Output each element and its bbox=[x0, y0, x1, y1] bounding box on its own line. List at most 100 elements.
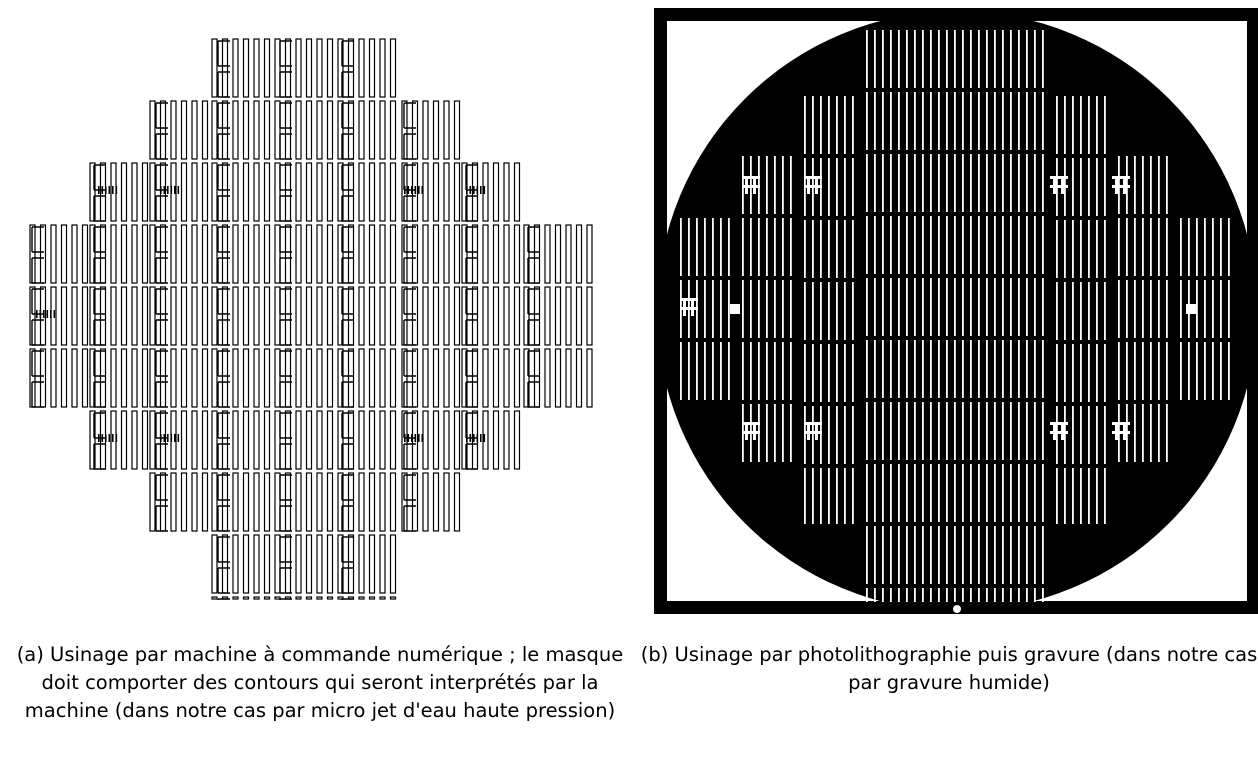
mask-b-slot bbox=[938, 92, 940, 150]
mask-a-frame bbox=[155, 443, 168, 470]
mask-b-slot bbox=[790, 156, 792, 214]
mask-b-slot bbox=[946, 216, 948, 274]
mask-a-slot bbox=[347, 534, 355, 594]
mask-b-slot bbox=[1064, 344, 1066, 402]
mask-b-slot bbox=[1228, 342, 1230, 400]
mask-b-slot bbox=[1010, 588, 1012, 602]
mask-a-mark bbox=[411, 186, 413, 194]
mask-a-slot bbox=[295, 100, 302, 160]
mask-a-slot bbox=[39, 348, 47, 408]
mask-b-slot bbox=[790, 280, 792, 338]
mask-a-slot bbox=[50, 348, 57, 408]
mask-b-slot bbox=[898, 340, 900, 398]
mask-b-slot bbox=[1134, 280, 1136, 338]
mask-a-slot bbox=[575, 286, 583, 346]
mask-a-slot bbox=[110, 286, 117, 346]
mask-a-slot bbox=[422, 286, 429, 346]
mask-b-slot bbox=[1002, 92, 1004, 150]
mask-b-mark bbox=[742, 422, 760, 425]
mask-a-slot bbox=[443, 224, 450, 284]
mask-b-slot bbox=[1158, 404, 1160, 462]
mask-a-frame bbox=[155, 505, 168, 532]
mask-b-mark bbox=[1112, 431, 1130, 434]
mask-b-mark bbox=[742, 176, 760, 179]
mask-b-slot bbox=[828, 96, 830, 154]
mask-b-slot bbox=[696, 218, 698, 276]
mask-b-mark bbox=[742, 431, 760, 434]
mask-b-slot bbox=[1026, 588, 1028, 602]
mask-a-frame bbox=[341, 40, 354, 67]
mask-b-slot bbox=[914, 154, 916, 212]
mask-a-frame bbox=[155, 133, 168, 160]
mask-b-slot bbox=[1018, 92, 1020, 150]
mask-b-slot bbox=[1010, 154, 1012, 212]
mask-b-slot bbox=[1088, 96, 1090, 154]
mask-a-slot bbox=[368, 100, 376, 160]
mask-a-slot bbox=[422, 472, 429, 532]
mask-b-slot bbox=[804, 282, 806, 340]
mask-a-frame bbox=[155, 412, 168, 439]
mask-b-slot bbox=[890, 278, 892, 336]
mask-b-slot bbox=[774, 404, 776, 462]
mask-a-slot bbox=[191, 100, 198, 160]
mask-b-slot bbox=[720, 342, 722, 400]
mask-a-mark bbox=[167, 186, 169, 194]
mask-a-frame bbox=[341, 350, 354, 377]
mask-b-slot bbox=[1096, 282, 1098, 340]
mask-a-slot bbox=[368, 224, 376, 284]
mask-b-slot bbox=[1196, 218, 1198, 276]
mask-b-slot bbox=[866, 30, 868, 88]
mask-b-slot bbox=[970, 526, 972, 584]
mask-b-slot bbox=[1072, 468, 1074, 524]
mask-b-slot bbox=[890, 526, 892, 584]
mask-a-slot bbox=[379, 596, 386, 600]
mask-a-frame bbox=[403, 505, 416, 532]
mask-b-slot bbox=[898, 278, 900, 336]
mask-a-slot bbox=[284, 348, 292, 408]
mask-a-slot bbox=[337, 162, 344, 222]
mask-b-slot bbox=[978, 278, 980, 336]
mask-a-slot bbox=[305, 596, 313, 600]
mask-b-slot bbox=[1150, 280, 1152, 338]
mask-a-frame bbox=[279, 226, 292, 253]
mask-a-slot bbox=[295, 348, 302, 408]
mask-a-mark bbox=[36, 310, 38, 318]
mask-b-slot bbox=[1002, 464, 1004, 522]
mask-b-slot bbox=[1118, 342, 1120, 400]
mask-a-frame bbox=[93, 319, 106, 346]
mask-a-slot bbox=[221, 100, 229, 160]
mask-a-mark bbox=[480, 434, 482, 442]
mask-b-slot bbox=[852, 406, 854, 464]
mask-b-slot bbox=[914, 402, 916, 460]
mask-a-frame bbox=[527, 257, 540, 284]
mask-a-slot bbox=[368, 38, 376, 98]
mask-a-frame bbox=[465, 288, 478, 315]
mask-a-frame bbox=[279, 257, 292, 284]
mask-b-slot bbox=[1034, 216, 1036, 274]
mask-a-slot bbox=[326, 100, 334, 160]
mask-a-mark bbox=[163, 434, 166, 442]
mask-a-mark bbox=[414, 186, 417, 194]
mask-b-slot bbox=[978, 216, 980, 274]
mask-b-slot bbox=[970, 340, 972, 398]
mask-b-slot bbox=[874, 30, 876, 88]
mask-b-slot bbox=[1018, 154, 1020, 212]
mask-a-slot bbox=[422, 410, 429, 470]
mask-a-frame bbox=[31, 381, 44, 408]
mask-b-slot bbox=[986, 154, 988, 212]
mask-b-slot bbox=[882, 216, 884, 274]
mask-a-mark bbox=[112, 434, 114, 442]
mask-b-slot bbox=[946, 340, 948, 398]
mask-a-mark bbox=[466, 186, 468, 194]
mask-b-slot bbox=[828, 158, 830, 216]
mask-a-frame bbox=[341, 102, 354, 129]
mask-a-slot bbox=[284, 472, 292, 532]
mask-b-slot bbox=[1010, 30, 1012, 88]
mask-a-slot bbox=[110, 224, 117, 284]
mask-a-frame bbox=[31, 226, 44, 253]
mask-a-slot bbox=[326, 534, 334, 594]
mask-b-slot bbox=[720, 218, 722, 276]
mask-a-frames bbox=[31, 40, 540, 600]
mask-a-slot bbox=[347, 100, 355, 160]
mask-a-slot bbox=[180, 410, 188, 470]
